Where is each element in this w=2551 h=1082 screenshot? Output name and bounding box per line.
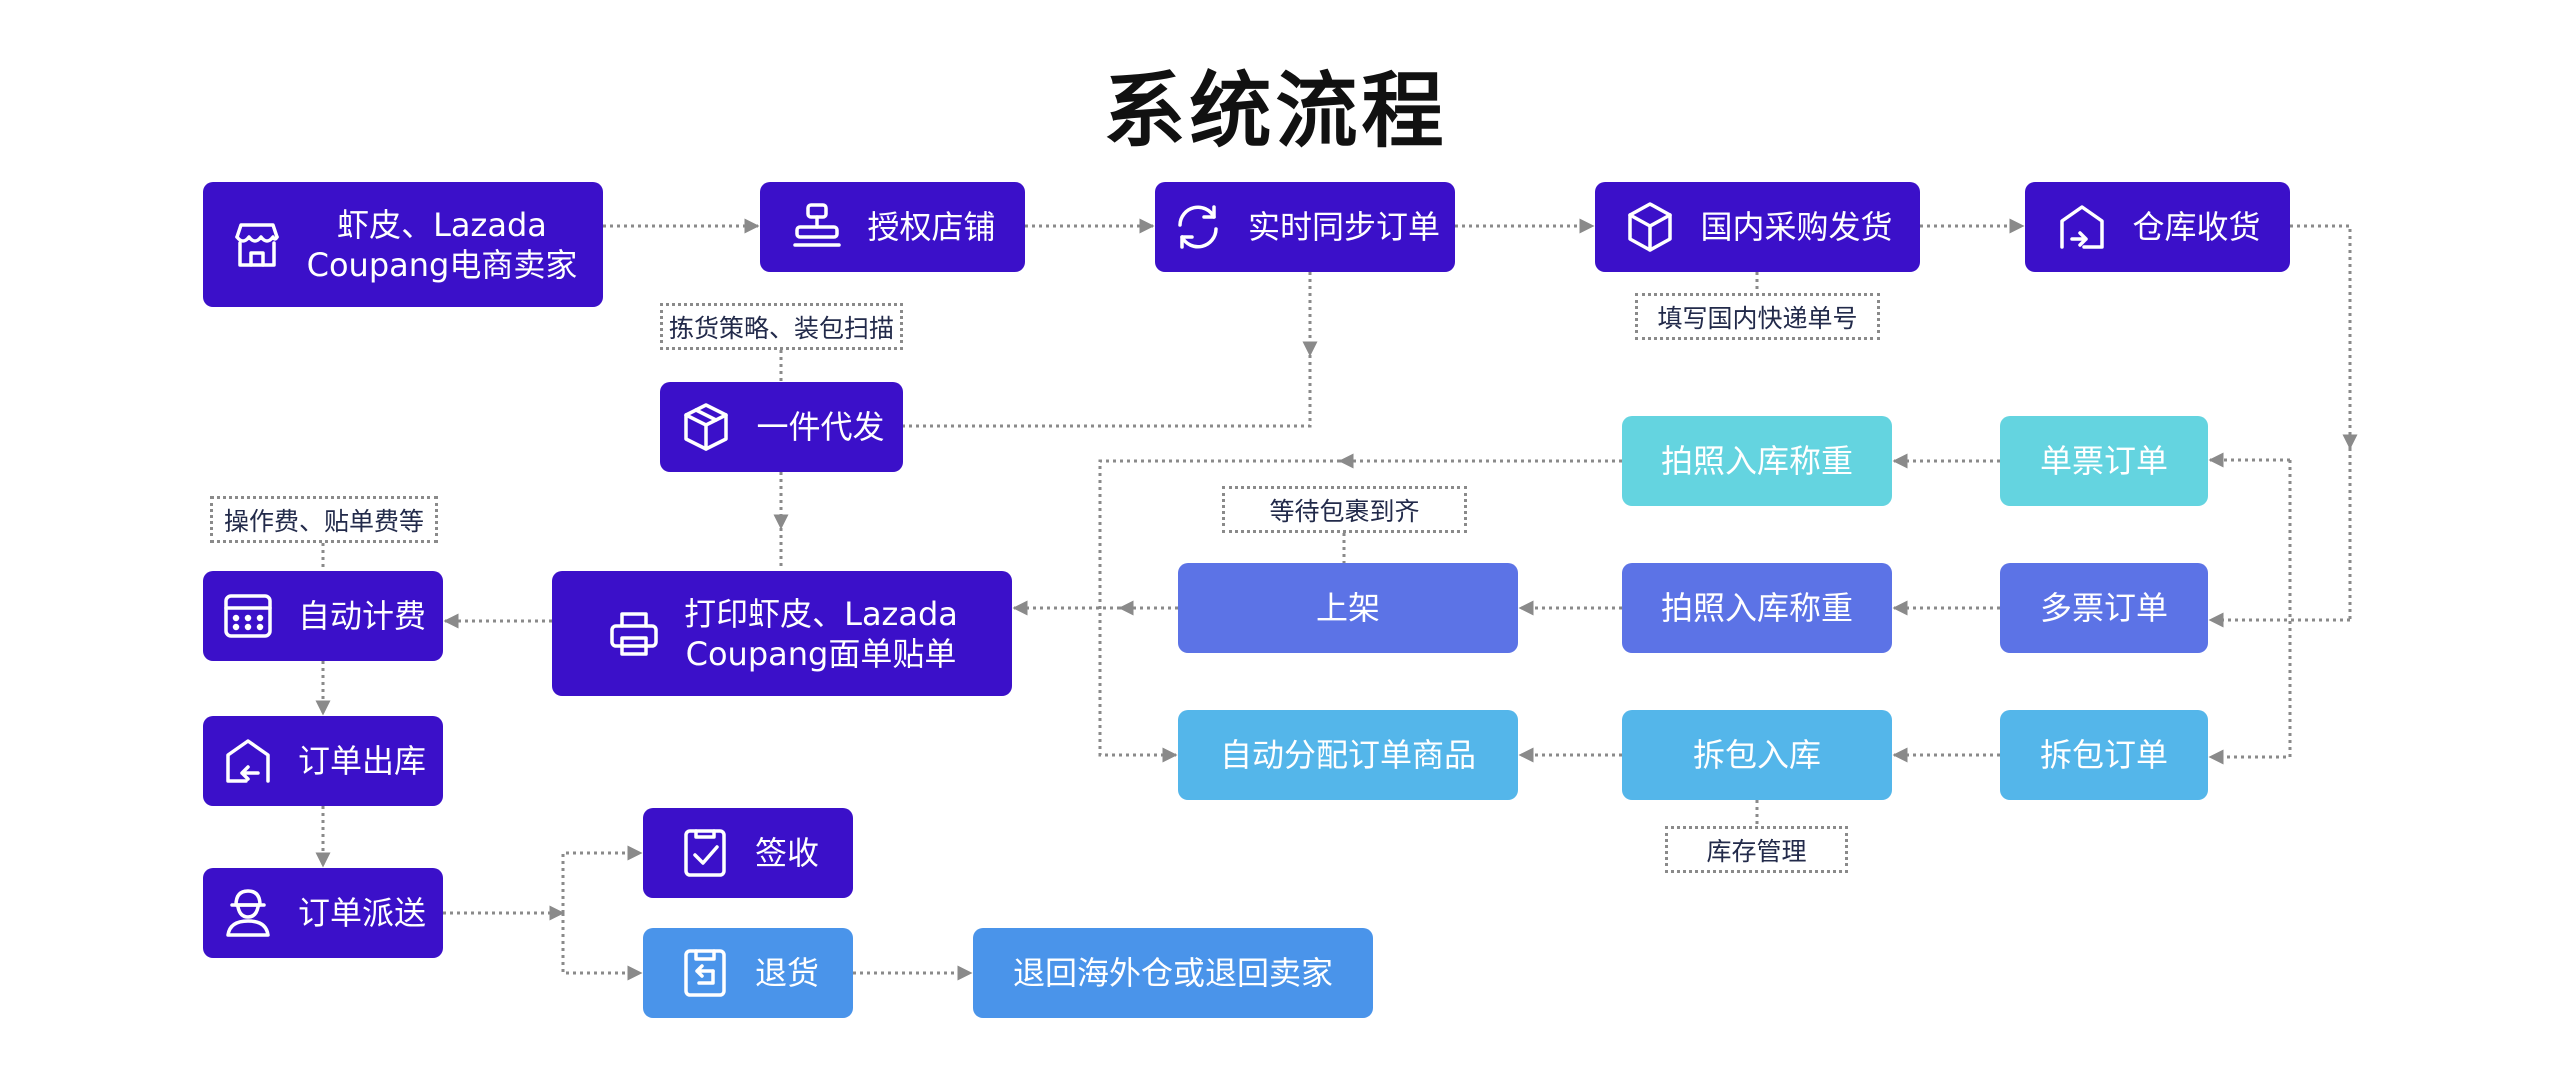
conn-receive-bus — [2290, 224, 2358, 450]
courier-icon — [226, 889, 270, 937]
page-title: 系统流程 — [1103, 64, 1448, 159]
node-domestic-purchase-label: 国内采购发货 — [1700, 208, 1893, 246]
node-photo-weigh-multi: 拍照入库称重 — [1622, 563, 1892, 653]
warehouse-in-icon — [2060, 205, 2105, 249]
node-split-order-label: 拆包订单 — [2039, 736, 2168, 774]
node-multi-order: 多票订单 — [2000, 563, 2208, 653]
node-return-goods: 退货 — [643, 928, 853, 1018]
note-fees: 操作费、贴单费等 — [210, 496, 438, 543]
node-delivery: 订单派送 — [203, 868, 443, 958]
note-picking: 拣货策略、装包扫描 — [660, 303, 903, 350]
node-seller-label: 虾皮、Lazada Coupang电商卖家 — [306, 205, 578, 284]
node-return-goods-label: 退货 — [754, 954, 819, 992]
node-photo-weigh-single-label: 拍照入库称重 — [1660, 442, 1853, 480]
node-auto-allocate-label: 自动分配订单商品 — [1219, 736, 1476, 774]
node-split-order: 拆包订单 — [2000, 710, 2208, 800]
node-sync-label: 实时同步订单 — [1247, 208, 1440, 246]
node-auto-billing-label: 自动计费 — [297, 597, 426, 635]
node-sync: 实时同步订单 — [1155, 182, 1455, 272]
warehouse-out-icon — [226, 739, 270, 783]
node-return-dest: 退回海外仓或退回卖家 — [973, 928, 1373, 1018]
node-shelve: 上架 — [1178, 563, 1518, 653]
node-auto-billing: 自动计费 — [203, 571, 443, 661]
node-warehouse-receive-label: 仓库收货 — [2132, 208, 2261, 246]
node-multi-order-label: 多票订单 — [2039, 589, 2168, 627]
node-warehouse-receive: 仓库收货 — [2025, 182, 2290, 272]
stamp-icon — [793, 203, 842, 247]
printer-icon — [610, 611, 658, 656]
conn-branch-down — [561, 913, 643, 981]
node-signed: 签收 — [643, 808, 853, 898]
node-photo-weigh-single: 拍照入库称重 — [1622, 416, 1892, 506]
calculator-icon — [224, 594, 272, 638]
node-auto-allocate: 自动分配订单商品 — [1178, 710, 1518, 800]
node-shelve-label: 上架 — [1315, 589, 1380, 627]
node-outbound-label: 订单出库 — [297, 742, 426, 780]
node-authorize-label: 授权店铺 — [867, 208, 996, 246]
note-wait: 等待包裹到齐 — [1222, 486, 1467, 533]
node-photo-weigh-multi-label: 拍照入库称重 — [1660, 589, 1853, 627]
node-dropship-label: 一件代发 — [756, 408, 885, 446]
node-single-order: 单票订单 — [2000, 416, 2208, 506]
note-inventory: 库存管理 — [1665, 826, 1848, 873]
node-domestic-purchase: 国内采购发货 — [1595, 182, 1920, 272]
node-return-dest-label: 退回海外仓或退回卖家 — [1012, 954, 1333, 992]
node-outbound: 订单出库 — [203, 716, 443, 806]
node-dropship: 一件代发 — [660, 382, 903, 472]
sync-icon — [1178, 205, 1218, 249]
node-split-inbound: 拆包入库 — [1622, 710, 1892, 800]
node-seller: 虾皮、Lazada Coupang电商卖家 — [203, 182, 603, 307]
node-single-order-label: 单票订单 — [2039, 442, 2168, 480]
package-cube-icon — [1628, 202, 1673, 252]
conn-photo-single-line — [1098, 459, 1340, 763]
box-icon — [684, 403, 729, 451]
conn-branch-up — [561, 845, 643, 913]
return-icon — [684, 949, 726, 997]
node-authorize: 授权店铺 — [760, 182, 1025, 272]
note-tracking: 填写国内快递单号 — [1635, 293, 1880, 340]
node-print-label: 打印虾皮、Lazada Coupang面单贴单 — [552, 571, 1012, 696]
node-signed-label: 签收 — [754, 834, 819, 872]
node-delivery-label: 订单派送 — [297, 894, 426, 932]
node-print-label-label: 打印虾皮、Lazada Coupang面单贴单 — [684, 594, 958, 673]
conn-bus-split — [2208, 460, 2292, 765]
conn-sync-dropship-line — [903, 355, 1312, 428]
checklist-icon — [684, 829, 726, 877]
node-split-inbound-label: 拆包入库 — [1692, 736, 1821, 774]
storefront-icon — [234, 222, 279, 267]
